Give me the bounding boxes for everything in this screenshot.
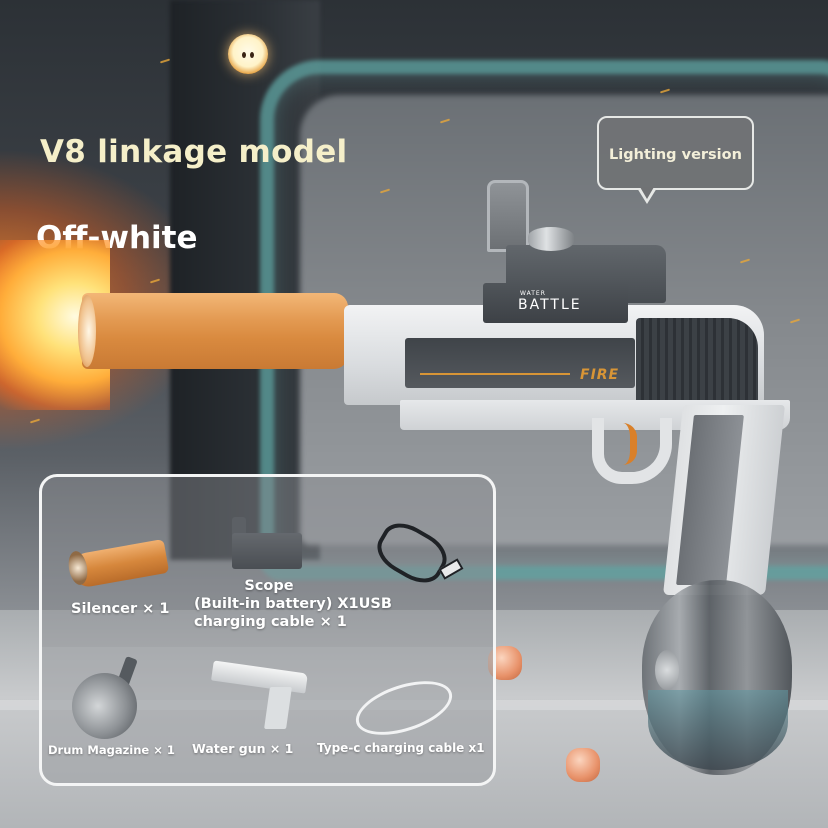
slide-serrations [636, 318, 758, 406]
scope-knob [528, 227, 574, 251]
silencer-opening [78, 295, 96, 367]
silencer [82, 293, 348, 369]
package-contents-panel: Silencer × 1 Scope (Built-in battery) X1… [39, 474, 496, 786]
item-label-water-gun: Water gun × 1 [192, 741, 294, 756]
scope-base [483, 283, 628, 323]
item-label-scope: Scope (Built-in battery) X1USB charging … [194, 578, 392, 630]
gel-ball [566, 748, 600, 782]
lighting-version-callout: Lighting version [597, 116, 754, 190]
drum-magazine-icon [72, 673, 137, 739]
slide-dark-panel [405, 338, 635, 388]
scope-brand-small: WATER [520, 290, 546, 297]
item-label-type-c-cable: Type-c charging cable x1 [317, 741, 485, 755]
orange-accent-line [420, 373, 570, 375]
slide-marking: FIRE [580, 367, 620, 383]
item-label-drum-magazine: Drum Magazine × 1 [48, 743, 175, 757]
item-label-silencer: Silencer × 1 [71, 601, 170, 617]
scope-icon [232, 533, 302, 569]
trigger [623, 423, 637, 465]
callout-label: Lighting version [609, 147, 742, 163]
scope-lens [487, 180, 529, 252]
floor-edge [0, 700, 828, 710]
drum-water [648, 690, 788, 770]
drum-hub [655, 650, 679, 690]
headline-title: V8 linkage model [40, 134, 348, 170]
mascot-icon [228, 34, 268, 74]
scope-brand: BATTLE [518, 297, 582, 313]
